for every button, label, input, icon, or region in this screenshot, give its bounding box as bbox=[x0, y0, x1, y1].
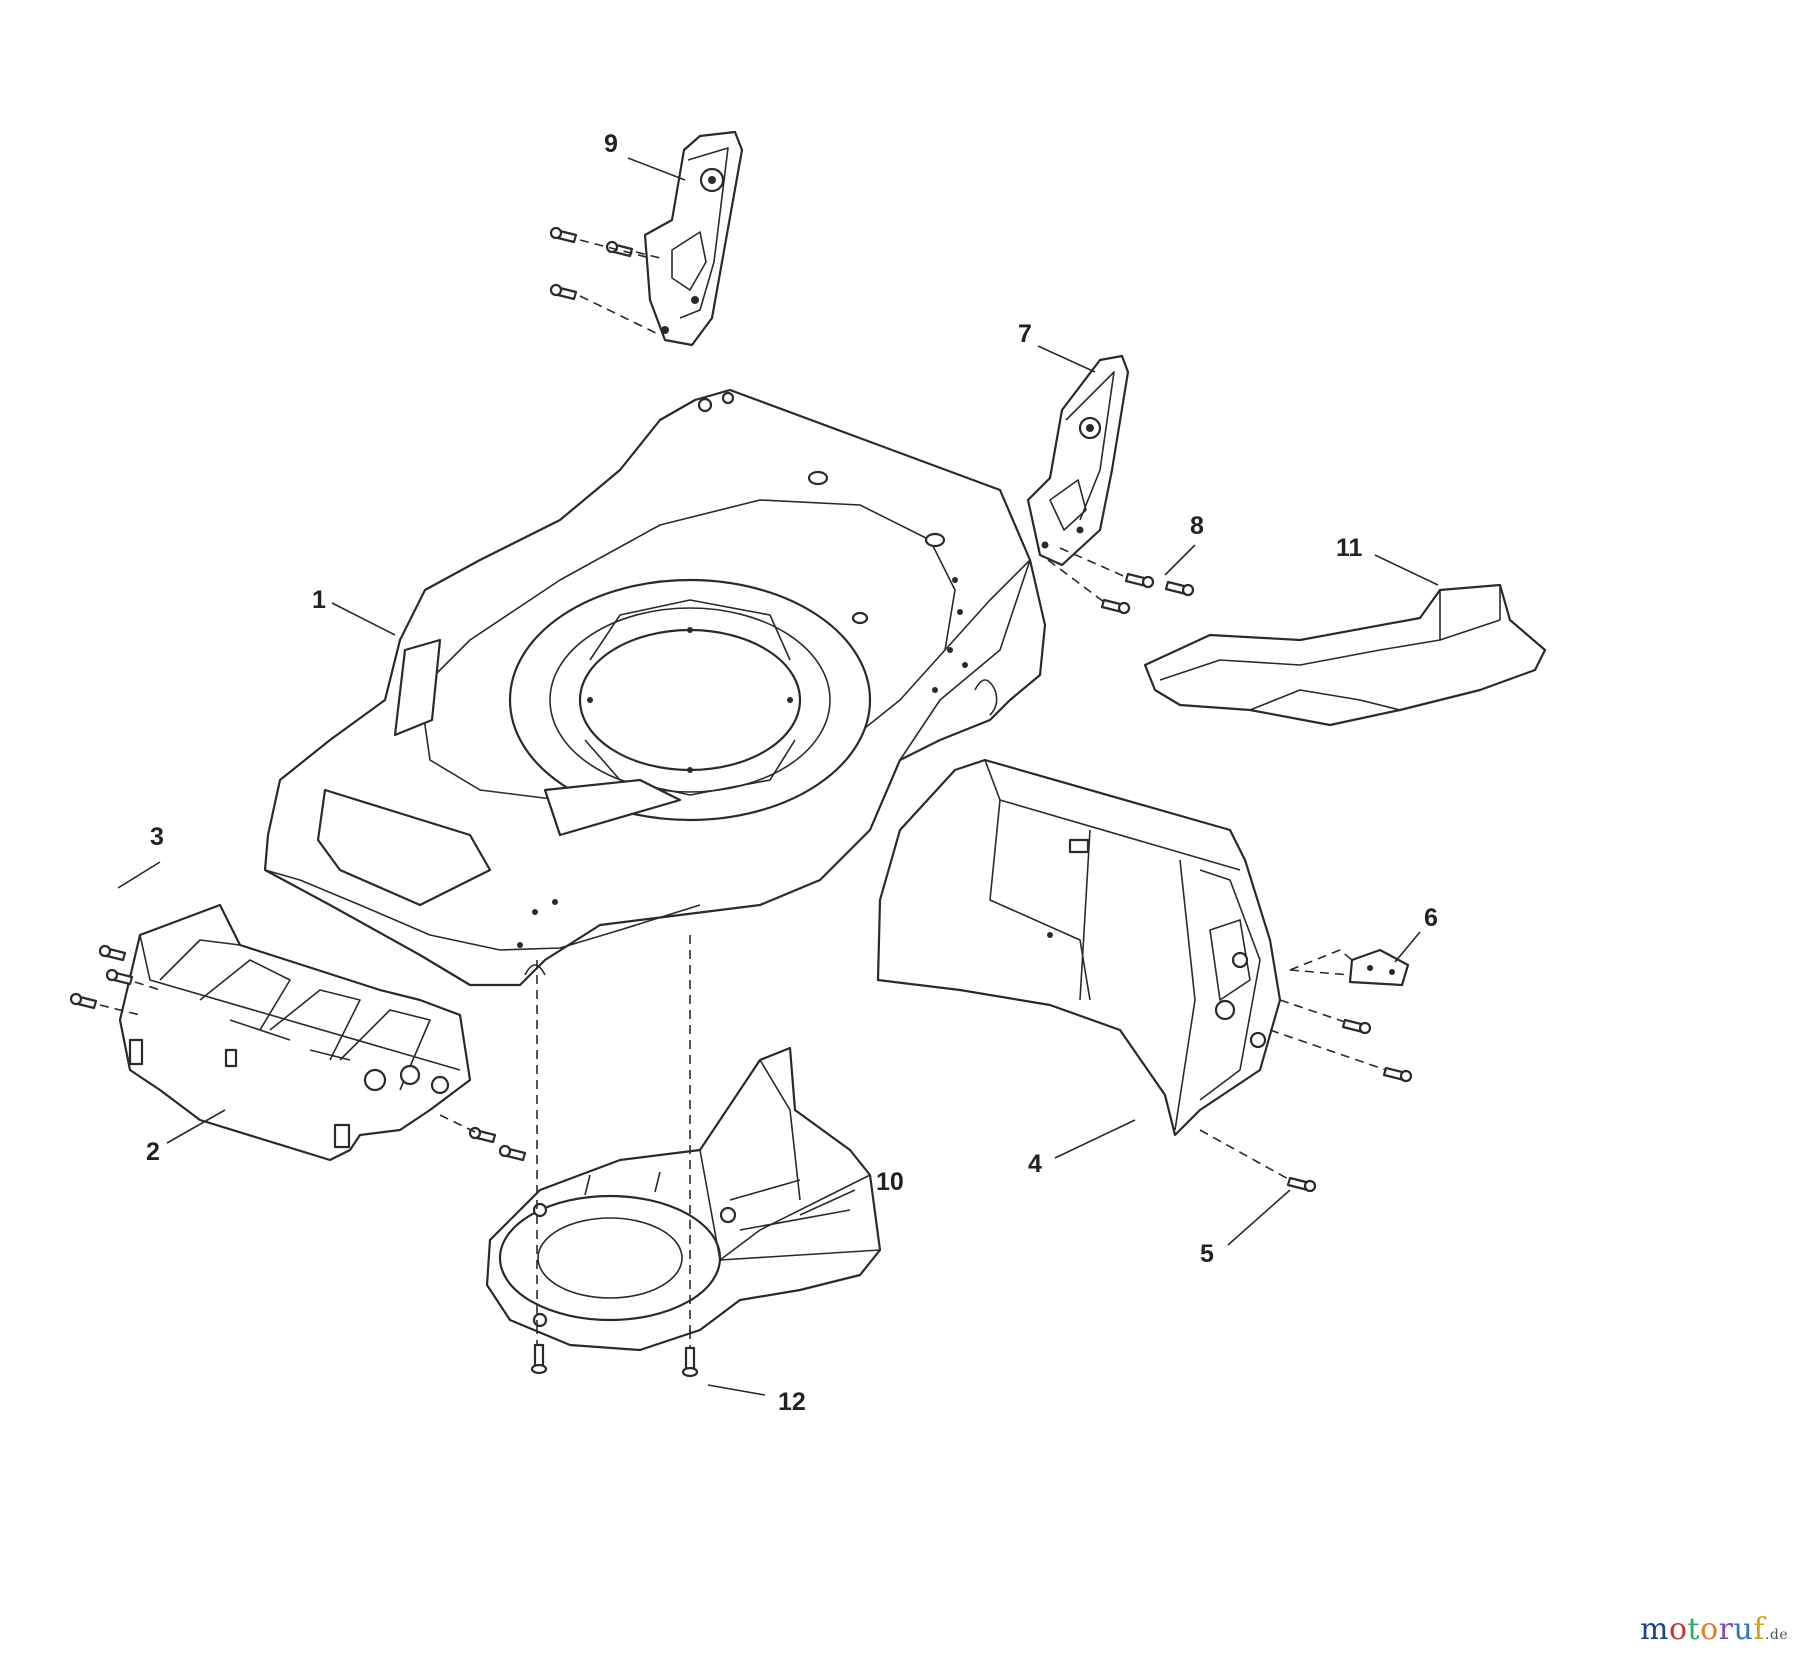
part-2-rear-flap bbox=[69, 903, 527, 1162]
part-8-screws bbox=[1047, 547, 1195, 615]
callout-10: 10 bbox=[876, 1168, 904, 1196]
part-11-mulch-plug bbox=[1143, 583, 1547, 727]
watermark-letter: m bbox=[1640, 1612, 1669, 1647]
callout-2: 2 bbox=[146, 1138, 160, 1166]
callout-8: 8 bbox=[1190, 512, 1204, 540]
watermark-letter: f bbox=[1753, 1612, 1765, 1647]
callout-labels: 9 7 8 11 1 3 6 2 10 4 5 12 bbox=[146, 130, 1438, 1416]
part-1-mower-deck bbox=[263, 388, 1047, 987]
watermark-letter: t bbox=[1687, 1612, 1701, 1647]
watermark-letter: o bbox=[1700, 1612, 1719, 1647]
part-10-blade-shroud bbox=[485, 1046, 882, 1352]
watermark-letter: o bbox=[1668, 1612, 1688, 1647]
leader-lines bbox=[117, 157, 1439, 1396]
callout-3: 3 bbox=[150, 823, 164, 851]
part-5-screws bbox=[1199, 999, 1413, 1193]
callout-9: 9 bbox=[604, 130, 618, 158]
part-9-handle-bracket bbox=[549, 130, 744, 347]
callout-5: 5 bbox=[1200, 1240, 1214, 1268]
callout-11: 11 bbox=[1336, 534, 1363, 562]
part-4-grass-catcher-frame bbox=[876, 758, 1282, 1137]
part-7-handle-bracket bbox=[1026, 354, 1130, 567]
callout-7: 7 bbox=[1018, 320, 1032, 348]
callout-1: 1 bbox=[312, 586, 326, 614]
callout-4: 4 bbox=[1028, 1150, 1042, 1178]
watermark-suffix: .de bbox=[1764, 1627, 1789, 1643]
callout-6: 6 bbox=[1424, 904, 1438, 932]
callout-12: 12 bbox=[778, 1388, 806, 1416]
part-6-latch-plate bbox=[1289, 948, 1410, 987]
watermark-letter: r bbox=[1718, 1612, 1734, 1647]
watermark-letter: u bbox=[1733, 1612, 1754, 1647]
part-12-screws bbox=[530, 1325, 699, 1378]
motoruf-watermark-logo: motoruf.de bbox=[1640, 1612, 1788, 1647]
